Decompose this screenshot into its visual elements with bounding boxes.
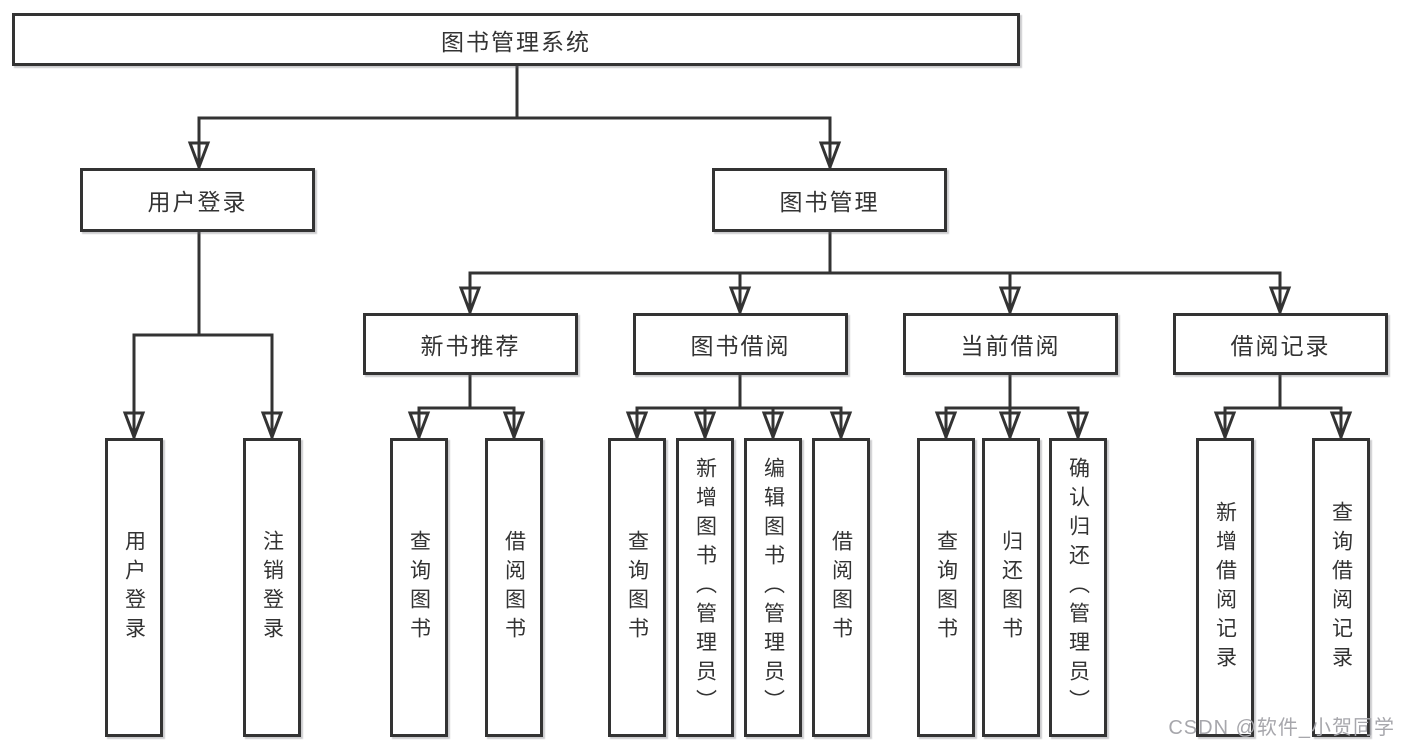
node-user-login: 用户登录 [80, 168, 315, 232]
leaf-query-books-current: 查询图书 [917, 438, 975, 737]
connector-book-borrow-children [625, 373, 853, 442]
leaf-add-borrow-record-label: 新增借阅记录 [1213, 500, 1237, 675]
node-new-book-recommend: 新书推荐 [363, 313, 578, 375]
node-user-login-label: 用户登录 [147, 189, 248, 215]
leaf-query-borrow-record-label: 查询借阅记录 [1329, 500, 1353, 675]
node-current-borrow-label: 当前借阅 [960, 333, 1061, 359]
connector-borrow-records-children [1213, 373, 1353, 442]
node-book-borrow: 图书借阅 [633, 313, 848, 375]
node-root-label: 图书管理系统 [441, 28, 591, 55]
node-new-book-recommend-label: 新书推荐 [420, 333, 521, 359]
leaf-query-books-borrow-label: 查询图书 [625, 529, 649, 646]
node-root-system: 图书管理系统 [12, 13, 1020, 66]
leaf-borrow-books-recommend-label: 借阅图书 [502, 529, 526, 646]
leaf-user-login-label: 用户登录 [122, 529, 146, 646]
leaf-edit-book-admin-label: 编辑图书（管理员） [761, 457, 785, 718]
connector-book-mgmt-to-level3 [458, 230, 1292, 317]
leaf-user-login: 用户登录 [105, 438, 163, 737]
leaf-return-book: 归还图书 [982, 438, 1040, 737]
leaf-logout: 注销登录 [243, 438, 301, 737]
csdn-watermark: CSDN @软件_小贺同学 [1168, 717, 1395, 739]
node-book-management-label: 图书管理 [779, 189, 880, 215]
node-book-management: 图书管理 [712, 168, 947, 232]
leaf-add-borrow-record: 新增借阅记录 [1196, 438, 1254, 737]
leaf-confirm-return-admin-label: 确认归还（管理员） [1066, 457, 1090, 718]
leaf-return-book-label: 归还图书 [999, 529, 1023, 646]
leaf-add-book-admin: 新增图书（管理员） [676, 438, 734, 737]
node-book-borrow-label: 图书借阅 [690, 333, 791, 359]
leaf-query-borrow-record: 查询借阅记录 [1312, 438, 1370, 737]
node-borrow-records: 借阅记录 [1173, 313, 1388, 375]
leaf-query-books-borrow: 查询图书 [608, 438, 666, 737]
connector-root-to-level2 [187, 64, 842, 172]
leaf-query-books-current-label: 查询图书 [934, 529, 958, 646]
leaf-query-books-recommend-label: 查询图书 [407, 529, 431, 646]
leaf-confirm-return-admin: 确认归还（管理员） [1049, 438, 1107, 737]
leaf-edit-book-admin: 编辑图书（管理员） [744, 438, 802, 737]
connector-current-borrow-children [934, 373, 1090, 442]
connector-user-login-children [122, 230, 284, 442]
node-borrow-records-label: 借阅记录 [1230, 333, 1331, 359]
leaf-borrow-books: 借阅图书 [812, 438, 870, 737]
leaf-add-book-admin-label: 新增图书（管理员） [693, 457, 717, 718]
connector-new-book-rec-children [407, 373, 526, 442]
leaf-logout-label: 注销登录 [260, 529, 284, 646]
leaf-borrow-books-recommend: 借阅图书 [485, 438, 543, 737]
node-current-borrow: 当前借阅 [903, 313, 1118, 375]
leaf-query-books-recommend: 查询图书 [390, 438, 448, 737]
leaf-borrow-books-label: 借阅图书 [829, 529, 853, 646]
